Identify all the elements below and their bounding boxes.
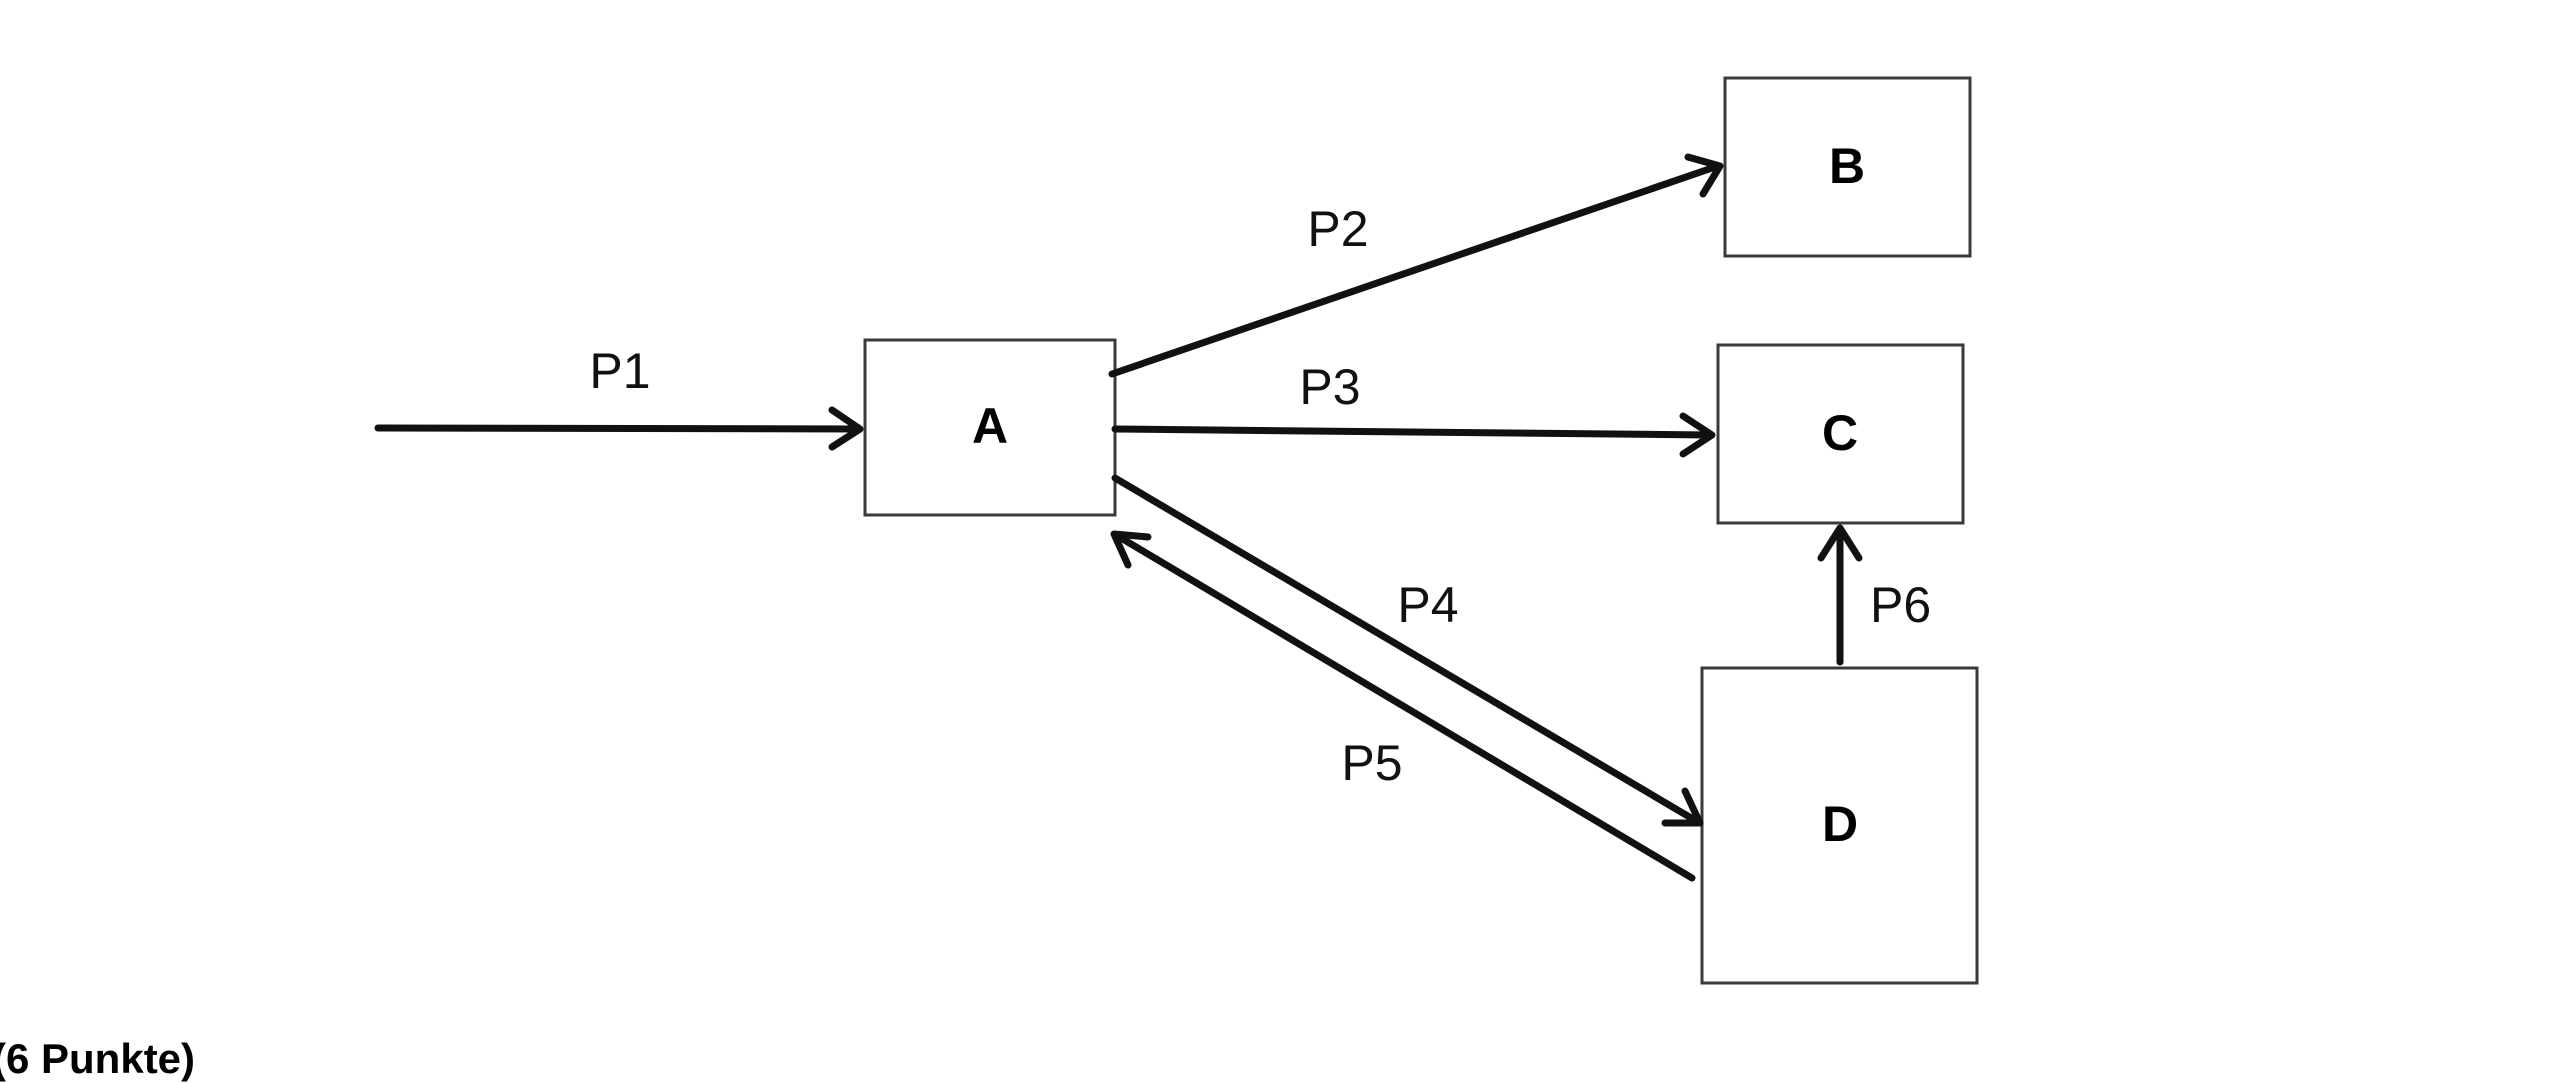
points-note: (6 Punkte) bbox=[0, 1035, 196, 1082]
edge-p5-line bbox=[1112, 531, 1696, 882]
node-a-box bbox=[863, 338, 1117, 517]
node-c: C bbox=[1716, 343, 1965, 525]
edge-p3-arrowhead bbox=[1679, 412, 1716, 458]
edge-p1-label: P1 bbox=[589, 343, 650, 399]
edge-p3-label: P3 bbox=[1299, 359, 1360, 415]
node-a-label: A bbox=[972, 398, 1008, 454]
node-d-box bbox=[1700, 666, 1979, 985]
edge-p5-arrowhead bbox=[1110, 530, 1152, 569]
edge-p2: P2 bbox=[1108, 153, 1724, 378]
edge-p1-arrowhead bbox=[828, 406, 864, 451]
edge-p4-label: P4 bbox=[1397, 577, 1458, 633]
node-c-box bbox=[1716, 343, 1965, 525]
edge-p3: P3 bbox=[1111, 359, 1716, 458]
edge-p4-arrowhead bbox=[1661, 787, 1704, 827]
edge-p6-label: P6 bbox=[1870, 577, 1931, 633]
edge-p3-line bbox=[1111, 425, 1714, 439]
edge-p4: P4 bbox=[1111, 474, 1704, 827]
node-b-label: B bbox=[1829, 138, 1865, 194]
edge-p1-line bbox=[374, 424, 862, 433]
edge-p1: P1 bbox=[374, 343, 864, 451]
edge-p6-arrowhead bbox=[1817, 524, 1863, 562]
node-c-label: C bbox=[1822, 405, 1858, 461]
node-a: A bbox=[863, 338, 1117, 517]
edge-p5: P5 bbox=[1110, 530, 1696, 882]
node-b: B bbox=[1723, 76, 1972, 258]
edge-p4-line bbox=[1111, 474, 1702, 826]
edge-p2-line bbox=[1108, 162, 1722, 378]
node-d-label: D bbox=[1822, 796, 1858, 852]
edge-p5-label: P5 bbox=[1341, 735, 1402, 791]
node-d: D bbox=[1700, 666, 1979, 985]
edge-p2-arrowhead bbox=[1684, 153, 1724, 198]
node-b-box bbox=[1723, 76, 1972, 258]
edge-p6: P6 bbox=[1817, 524, 1931, 666]
edge-p2-label: P2 bbox=[1307, 201, 1368, 257]
